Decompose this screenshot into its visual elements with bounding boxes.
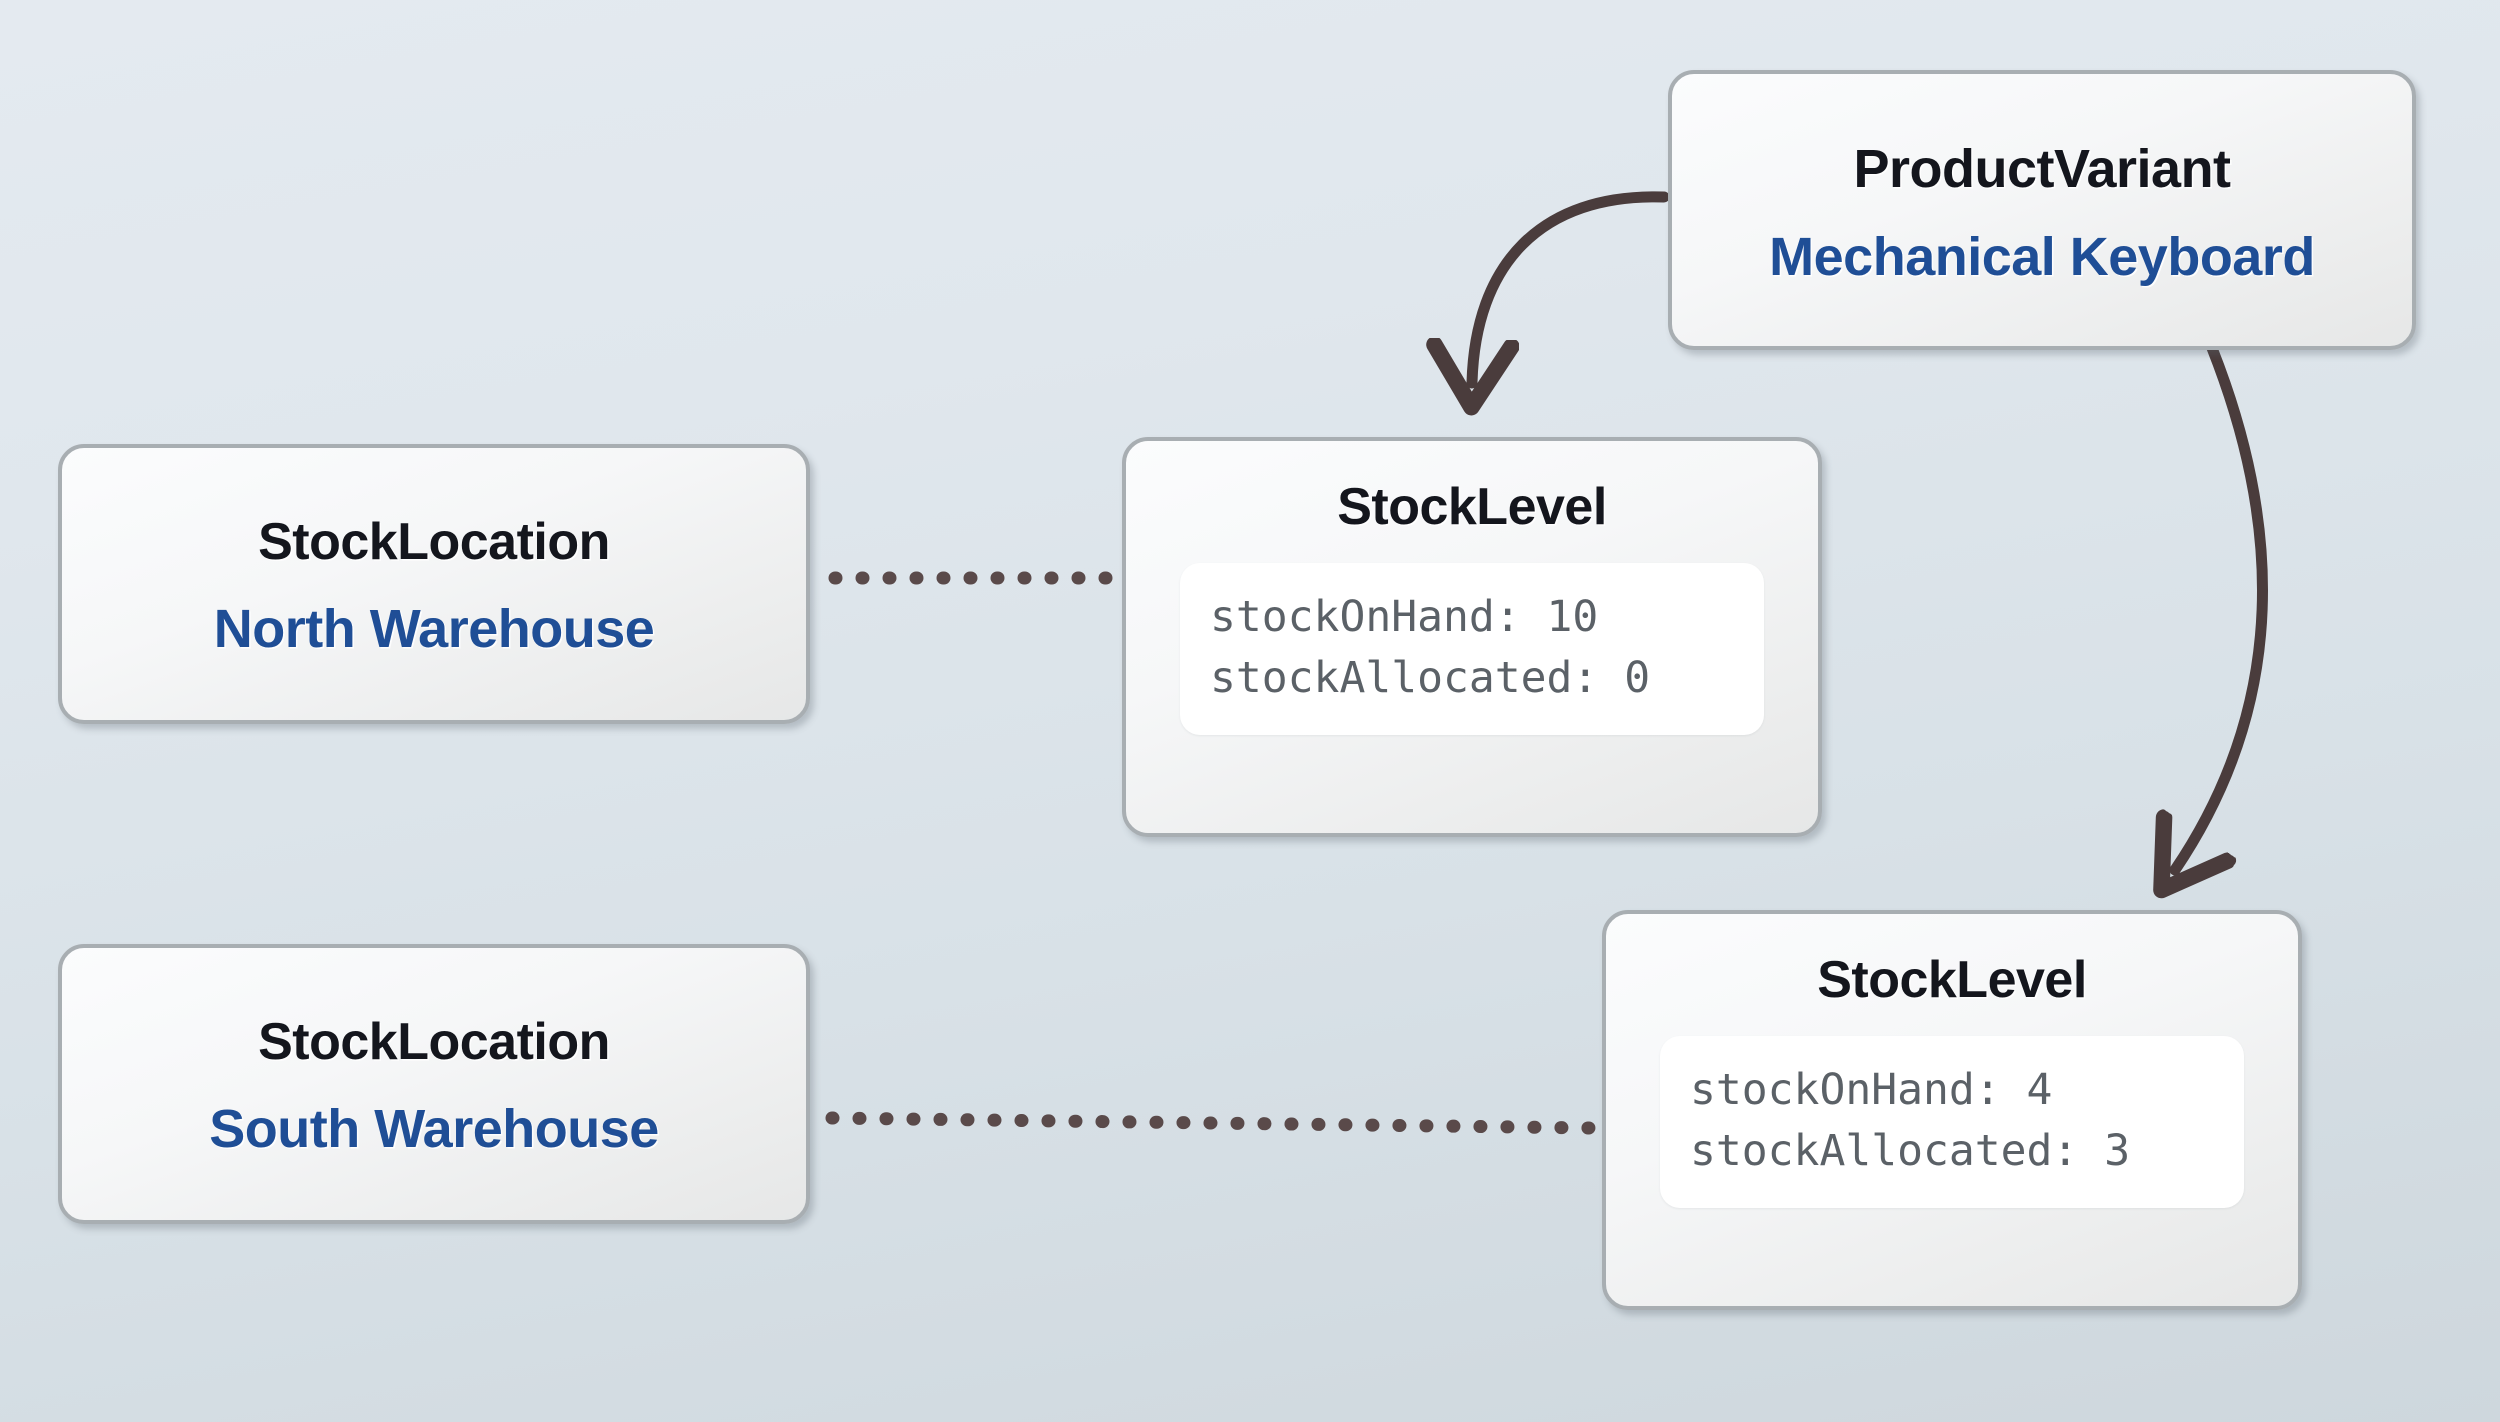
edge-product-variant-to-stock-level-south xyxy=(2175,342,2268,870)
node-stock-location-south-subtitle: South Warehouse xyxy=(209,1099,659,1159)
node-stock-level-south-title: StockLevel xyxy=(1817,951,2087,1009)
field-stock-on-hand: stockOnHand: 4 xyxy=(1690,1065,2053,1115)
node-product-variant-title: ProductVariant xyxy=(1853,139,2231,199)
node-stock-level-south[interactable]: StockLevel stockOnHand: 4 stockAllocated… xyxy=(1602,910,2302,1310)
node-stock-level-north-fields: stockOnHand: 10 stockAllocated: 0 xyxy=(1180,563,1764,736)
node-stock-level-north[interactable]: StockLevel stockOnHand: 10 stockAllocate… xyxy=(1122,437,1822,837)
node-stock-location-north-subtitle: North Warehouse xyxy=(213,599,655,659)
field-stock-allocated: stockAllocated: 0 xyxy=(1210,653,1651,704)
node-stock-level-north-title: StockLevel xyxy=(1337,478,1607,536)
edge-stock-location-south-to-stock-level-south xyxy=(825,1111,1599,1135)
node-stock-location-north[interactable]: StockLocation North Warehouse xyxy=(58,444,810,724)
node-stock-location-south[interactable]: StockLocation South Warehouse xyxy=(58,944,810,1224)
node-stock-level-south-fields: stockOnHand: 4 stockAllocated: 3 xyxy=(1660,1036,2244,1209)
node-product-variant-subtitle: Mechanical Keyboard xyxy=(1769,227,2315,287)
node-stock-location-north-title: StockLocation xyxy=(258,513,610,571)
field-stock-on-hand: stockOnHand: 10 xyxy=(1210,592,1599,642)
node-stock-location-south-title: StockLocation xyxy=(258,1013,610,1071)
node-product-variant[interactable]: ProductVariant Mechanical Keyboard xyxy=(1668,70,2416,350)
edge-product-variant-to-stock-level-north xyxy=(1472,191,1670,383)
field-stock-allocated: stockAllocated: 3 xyxy=(1690,1126,2131,1177)
